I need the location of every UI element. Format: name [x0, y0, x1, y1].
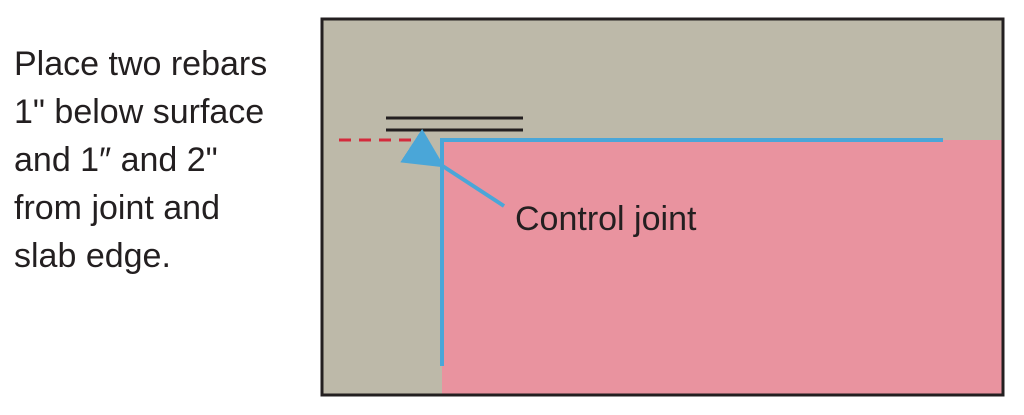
new-slab-area [442, 140, 1003, 395]
instruction-line: and 1″ and 2" [14, 141, 218, 179]
instruction-line: Place two rebars [14, 45, 268, 83]
instruction-line: from joint and [14, 189, 220, 227]
callout-arrow [400, 128, 506, 208]
control-joint-label: Control joint [515, 200, 697, 238]
diagram-border [320, 17, 1005, 397]
instruction-text: Place two rebars 1" below surface and 1″… [14, 40, 314, 280]
instruction-line: 1" below surface [14, 93, 265, 131]
instruction-line: slab edge. [14, 237, 171, 275]
